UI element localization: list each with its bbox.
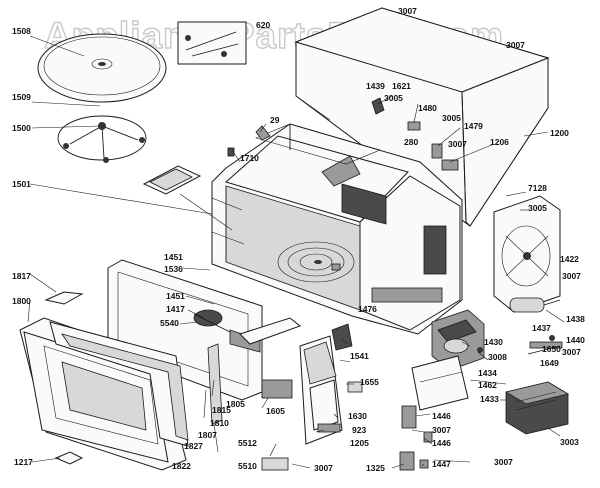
leader-lines xyxy=(27,35,565,469)
part-label: 1815 xyxy=(212,405,231,415)
part-label: 7128 xyxy=(528,183,547,193)
part-label: 1434 xyxy=(478,368,497,378)
small-parts xyxy=(44,97,563,465)
part-label: 1710 xyxy=(240,153,259,163)
part-label: 1500 xyxy=(12,123,31,133)
part-label: 5510 xyxy=(238,461,257,471)
part-label: 1800 xyxy=(12,296,31,306)
part-label: 1462 xyxy=(478,380,497,390)
part-label: 1446 xyxy=(432,411,451,421)
part-label: 1433 xyxy=(480,394,499,404)
oven-cavity-part xyxy=(211,123,463,335)
part-label: 3005 xyxy=(442,113,461,123)
part-label: 1621 xyxy=(392,81,411,91)
part-label: 1325 xyxy=(366,463,385,473)
part-label: 1649 xyxy=(540,358,559,368)
part-label: 3007 xyxy=(562,271,581,281)
part-label: 3007 xyxy=(398,6,417,16)
part-label: 5540 xyxy=(160,318,179,328)
part-label: 280 xyxy=(404,137,418,147)
turntable-glass-tray-part xyxy=(37,33,167,103)
part-label: 1501 xyxy=(12,179,31,189)
part-label: 1451 xyxy=(164,252,183,262)
part-label: 1509 xyxy=(12,92,31,102)
part-label: 1451 xyxy=(166,291,185,301)
latch-assembly-part xyxy=(193,309,302,353)
part-label: 3003 xyxy=(560,437,579,447)
part-label: 1447 xyxy=(432,459,451,469)
part-label: 1476 xyxy=(358,304,377,314)
part-label: 1508 xyxy=(12,26,31,36)
part-label: 1605 xyxy=(266,406,285,416)
waveguide-cover-part xyxy=(142,165,202,195)
part-label: 1205 xyxy=(350,438,369,448)
interlock-switch-parts xyxy=(261,381,433,471)
part-label: 1206 xyxy=(490,137,509,147)
part-label: 1536 xyxy=(164,264,183,274)
part-label: 3007 xyxy=(448,139,467,149)
high-voltage-capacitor-part xyxy=(509,297,561,313)
part-label: 3005 xyxy=(528,203,547,213)
part-number-labels: 3007 3007 1508 620 1509 1500 1439 1621 3… xyxy=(12,6,585,473)
part-label: 1438 xyxy=(566,314,585,324)
door-outer-panel-part xyxy=(19,317,189,471)
part-label: 3007 xyxy=(314,463,333,473)
part-label: 620 xyxy=(256,20,270,30)
part-label: 3007 xyxy=(432,425,451,435)
part-label: 1479 xyxy=(464,121,483,131)
part-label: 1822 xyxy=(172,461,191,471)
part-label: 1439 xyxy=(366,81,385,91)
part-label: 1655 xyxy=(360,377,379,387)
part-label: 1807 xyxy=(198,430,217,440)
part-label: 5512 xyxy=(238,438,257,448)
part-label: 1200 xyxy=(550,128,569,138)
part-label: 1417 xyxy=(166,304,185,314)
fan-motor-assembly-part xyxy=(493,195,561,313)
part-label: 1430 xyxy=(484,337,503,347)
part-label: 1541 xyxy=(350,351,369,361)
part-label: 1817 xyxy=(12,271,31,281)
hardware-bag-part xyxy=(177,21,247,65)
part-label: 3007 xyxy=(506,40,525,50)
part-label: 29 xyxy=(270,115,280,125)
part-label: 1480 xyxy=(418,103,437,113)
part-label: 1805 xyxy=(226,399,245,409)
air-duct-part xyxy=(411,355,469,411)
high-voltage-transformer-part xyxy=(504,381,570,435)
part-label: 1437 xyxy=(532,323,551,333)
part-label: 3007 xyxy=(494,457,513,467)
part-label: 923 xyxy=(352,425,366,435)
magnetron-part xyxy=(431,309,485,371)
part-label: 3005 xyxy=(384,93,403,103)
part-label: 1630 xyxy=(348,411,367,421)
part-label: 1810 xyxy=(210,418,229,428)
control-panel-part xyxy=(207,323,353,445)
roller-ring-part xyxy=(57,115,147,163)
part-label: 1217 xyxy=(14,457,33,467)
part-label: 1446 xyxy=(432,438,451,448)
part-label: 3008 xyxy=(488,352,507,362)
part-label: 1650 xyxy=(542,344,561,354)
part-label: 3007 xyxy=(562,347,581,357)
part-label: 1440 xyxy=(566,335,585,345)
part-label: 1422 xyxy=(560,254,579,264)
part-label: 1827 xyxy=(184,441,203,451)
outer-cabinet-part xyxy=(294,7,550,227)
